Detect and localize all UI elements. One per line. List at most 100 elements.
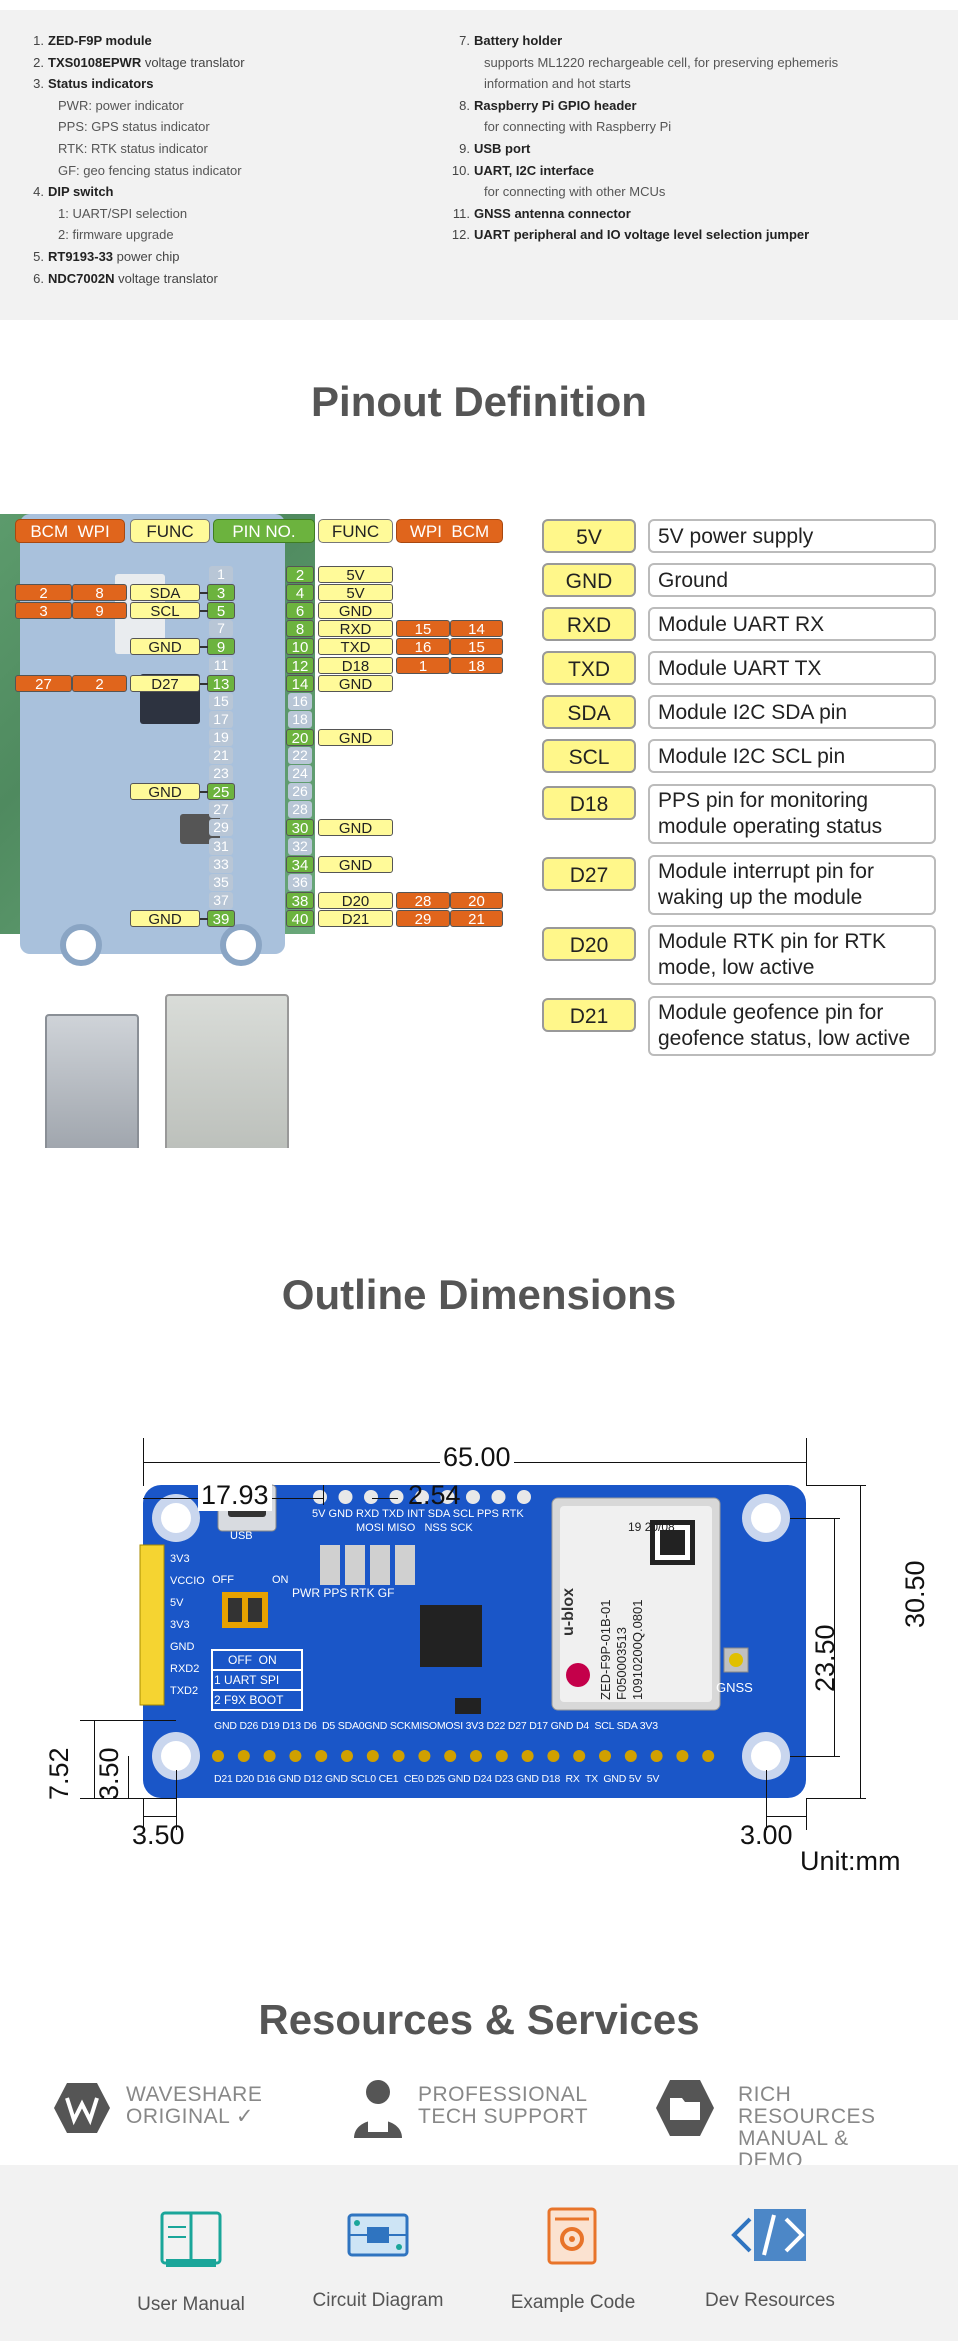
feature-name: USB port xyxy=(474,140,531,156)
download-circuit-diagram[interactable]: Circuit Diagram xyxy=(308,2205,448,2312)
feature-item: 3.Status indicators xyxy=(20,73,245,95)
pin-number-left: 29 xyxy=(209,819,233,837)
pin-func-right: GND xyxy=(318,819,393,837)
feature-number: 8. xyxy=(459,97,470,113)
pin-func-right: TXD xyxy=(318,638,393,656)
pin-func-right: GND xyxy=(318,602,393,620)
bottom-pad xyxy=(702,1750,715,1762)
feature-item: 7.Battery holder xyxy=(446,30,838,52)
feature-number: 11. xyxy=(452,205,470,221)
pin-func-left: GND xyxy=(130,638,200,656)
header-func-right: FUNC xyxy=(318,519,393,543)
jumper-label: TXD2 xyxy=(170,1685,199,1697)
feature-name: TXS0108EPWR xyxy=(48,54,142,70)
legend-tag-d18: D18 xyxy=(542,786,636,820)
header-bcm-right: BCM xyxy=(451,522,490,541)
pin-number-right: 40 xyxy=(286,909,314,928)
feature-number: 6. xyxy=(33,270,44,286)
pin-number-left: 11 xyxy=(209,656,233,674)
module-part: ZED-F9P-01B-01 xyxy=(598,1599,613,1700)
pin-number-right: 32 xyxy=(288,837,312,855)
download-user-manual[interactable]: User Manual xyxy=(121,2209,261,2316)
pin-number-left: 1 xyxy=(209,566,233,583)
pin-wpi-right: 1 xyxy=(396,656,450,675)
pin-lead-line xyxy=(200,646,208,649)
legend-tag-sda: SDA xyxy=(542,695,636,729)
top-header-labels: 5V GND RXD TXD INT SDA SCL PPS RTK xyxy=(312,1508,524,1520)
dim-usb-offset: 17.93 xyxy=(198,1480,272,1511)
dim-inner-height: 23.50 xyxy=(810,1624,840,1692)
pin-number-right: 24 xyxy=(288,765,312,783)
feature-item: 4.DIP switch xyxy=(20,181,245,203)
legend-desc-d27: Module interrupt pin for waking up the m… xyxy=(648,855,936,915)
feature-number: 3. xyxy=(33,76,44,92)
usb-label: USB xyxy=(230,1530,253,1542)
download-example-code[interactable]: Example Code xyxy=(503,2205,643,2314)
pin-number-right: 36 xyxy=(288,873,312,891)
header-hole xyxy=(517,1490,531,1504)
feature-subitem: 2: firmware upgrade xyxy=(58,227,174,243)
feature-name: RT9193-33 xyxy=(48,248,114,264)
bottom-pad xyxy=(650,1750,663,1762)
pin-number-right: 10 xyxy=(286,638,314,656)
download-dev-resources[interactable]: Dev Resources xyxy=(700,2205,840,2312)
pin-func-left: GND xyxy=(130,783,200,801)
feature-subitem: for connecting with other MCUs xyxy=(484,184,666,200)
folder-hexagon-icon xyxy=(656,2080,714,2136)
pin-bcm-left: 3 xyxy=(15,602,72,620)
download-example-code-label: Example Code xyxy=(510,2292,636,2313)
pin-func-right: GND xyxy=(318,674,393,693)
outline-dimensions-drawing: USB 5V GND RXD TXD INT SDA SCL PPS RTK M… xyxy=(0,1380,958,1900)
pin-number-left: 5 xyxy=(207,602,235,620)
top-header-labels-2: MOSI MISO NSS SCK xyxy=(356,1522,473,1534)
pin-wpi-left: 8 xyxy=(72,584,127,602)
legend-tag-5v: 5V xyxy=(542,519,636,553)
bottom-pad xyxy=(237,1750,250,1762)
legend-desc-gnd: Ground xyxy=(648,563,936,597)
pin-wpi-right: 16 xyxy=(396,638,450,656)
feature-subitem: 1: UART/SPI selection xyxy=(58,205,188,221)
legend-tag-d21: D21 xyxy=(542,998,636,1032)
feature-desc: power chip xyxy=(113,248,180,264)
ethernet-port-image xyxy=(165,994,289,1148)
feature-item: 6.NDC7002N voltage translator xyxy=(20,268,245,290)
feature-item: 1.ZED-F9P module xyxy=(20,30,245,52)
header-wpi-left: WPI xyxy=(77,522,110,541)
dim-height: 30.50 xyxy=(900,1560,930,1628)
header-hole xyxy=(440,1490,455,1504)
pin-bcm-right: 18 xyxy=(450,656,503,675)
feature-number: 2. xyxy=(33,54,44,70)
bottom-pad xyxy=(521,1750,534,1762)
feature-name: GNSS antenna connector xyxy=(474,205,631,221)
download-dev-resources-label: Dev Resources xyxy=(705,2290,835,2311)
legend-desc-scl: Module I2C SCL pin xyxy=(648,739,936,773)
pin-number-right: 16 xyxy=(288,692,312,710)
pinout-title: Pinout Definition xyxy=(311,378,647,425)
dev-code-icon xyxy=(731,2209,806,2261)
table-hdr-on: ON xyxy=(258,1653,277,1667)
dimensions-title: Outline Dimensions xyxy=(281,1271,677,1318)
legend-desc-sda: Module I2C SDA pin xyxy=(648,695,936,729)
waveshare-logo-icon xyxy=(54,2083,110,2133)
feature-item: 2.TXS0108EPWR voltage translator xyxy=(20,52,244,74)
pin-number-right: 8 xyxy=(286,620,314,638)
module-date: 20/08 xyxy=(644,1520,675,1534)
pin-number-left: 7 xyxy=(209,620,233,638)
jumper-label: VCCIO xyxy=(170,1575,205,1587)
bottom-pad xyxy=(599,1750,611,1762)
module-19: 19 xyxy=(628,1520,642,1534)
feature-item: 11.GNSS antenna connector xyxy=(446,203,838,225)
legend-tag-d27: D27 xyxy=(542,857,636,891)
bottom-pad xyxy=(392,1750,405,1762)
pin-wpi-left: 2 xyxy=(72,674,127,693)
pin-bcm-right: 20 xyxy=(450,891,503,910)
feature-subitem: PPS: GPS status indicator xyxy=(58,119,210,135)
feature-item: 5.RT9193-33 power chip xyxy=(20,246,245,268)
pin-number-left: 13 xyxy=(207,674,235,693)
res-1-line2: ORIGINAL ✓ xyxy=(126,2105,255,2128)
dim-width: 65.00 xyxy=(440,1442,514,1473)
pin-bcm-right: 14 xyxy=(450,620,503,638)
bottom-pad xyxy=(366,1750,379,1762)
legend-tag-gnd: GND xyxy=(542,563,636,597)
